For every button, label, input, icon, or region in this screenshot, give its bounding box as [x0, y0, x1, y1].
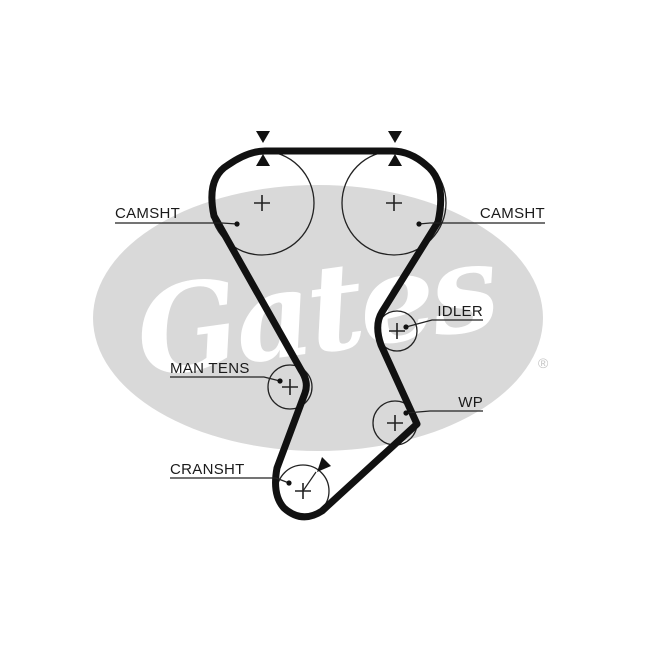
- registered-mark: ®: [538, 355, 549, 371]
- leader-idler: [405, 319, 483, 328]
- leader-water-pump: [405, 410, 483, 414]
- dot-camshaft-right: [416, 221, 422, 227]
- dot-crankshaft: [286, 480, 292, 486]
- label-idler: IDLER: [437, 303, 483, 320]
- water-pump-center: [387, 415, 403, 431]
- gates-logo-watermark: Gates ®: [93, 185, 549, 451]
- idler-center: [389, 323, 405, 339]
- timing-mark-crankshaft: [317, 457, 331, 472]
- leader-man-tens: [170, 376, 281, 382]
- crankshaft-mark-line: [302, 471, 317, 492]
- timing-belt: [208, 147, 445, 521]
- label-camshaft-left: CAMSHT: [115, 205, 180, 222]
- dot-idler: [403, 324, 409, 330]
- camshaft-left-center: [254, 195, 270, 211]
- leader-lines: [115, 222, 545, 484]
- logo-ellipse: [93, 185, 543, 451]
- leader-dots: [234, 221, 422, 486]
- label-water-pump: WP: [458, 394, 483, 411]
- label-man-tens: MAN TENS: [170, 360, 250, 377]
- timing-mark-right-top: [388, 131, 402, 143]
- leader-camshaft-right: [418, 222, 545, 225]
- dot-man-tens: [277, 378, 283, 384]
- timing-mark-right-bottom: [388, 154, 402, 166]
- timing-mark-left-bottom: [256, 154, 270, 166]
- man-tens-center: [282, 379, 298, 395]
- man-tens-pulley: [267, 364, 313, 410]
- timing-mark-left-top: [256, 131, 270, 143]
- timing-marks: [256, 131, 402, 472]
- label-crankshaft: CRANSHT: [170, 461, 245, 478]
- dot-water-pump: [403, 410, 409, 416]
- leader-crankshaft: [170, 477, 290, 484]
- label-camshaft-right: CAMSHT: [480, 205, 545, 222]
- dot-camshaft-left: [234, 221, 240, 227]
- camshaft-right-center: [386, 195, 402, 211]
- leader-camshaft-left: [115, 222, 238, 225]
